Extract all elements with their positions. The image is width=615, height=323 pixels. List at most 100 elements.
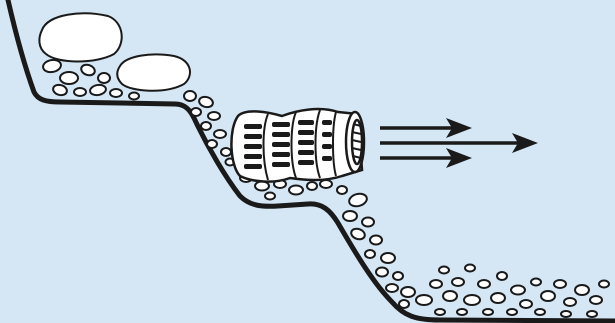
stone — [288, 184, 304, 196]
stone — [560, 310, 572, 318]
stone-pile — [38, 12, 610, 318]
stone — [116, 53, 191, 92]
arrow-right-icon — [380, 133, 538, 153]
stone — [369, 234, 383, 246]
stone — [183, 90, 197, 102]
stone — [586, 310, 598, 318]
stone — [59, 71, 79, 85]
stone — [490, 292, 506, 304]
stone — [42, 58, 62, 74]
stone — [264, 191, 276, 201]
stone — [519, 299, 533, 309]
pump-intake-slot — [244, 124, 262, 129]
stone — [206, 139, 218, 149]
pump-band — [351, 139, 362, 143]
pump-intake-slot — [272, 152, 290, 157]
stone — [553, 279, 567, 289]
stone — [392, 271, 404, 281]
stone — [451, 277, 465, 287]
stone — [589, 295, 603, 305]
arrow-right-icon — [380, 118, 472, 138]
pump-band — [262, 113, 269, 181]
pump-intake-slot — [298, 160, 314, 165]
pump-intake-slot — [298, 140, 314, 145]
stone — [375, 266, 389, 278]
stone — [109, 88, 123, 98]
pump-intake-slot — [322, 132, 332, 137]
stone — [482, 308, 494, 316]
pump-intake-slot — [298, 120, 314, 125]
stone — [534, 308, 546, 316]
stone — [540, 290, 556, 302]
pump-intake-slot — [272, 162, 290, 167]
sloped-ground-line — [5, 0, 615, 323]
stone — [220, 147, 232, 157]
pump-intake-slot — [322, 156, 332, 161]
stone — [563, 297, 577, 307]
stone — [306, 181, 318, 191]
stone — [506, 308, 518, 316]
stone — [348, 192, 368, 208]
pump-band — [314, 109, 321, 179]
stone — [319, 179, 333, 189]
stone — [574, 284, 590, 296]
wavemaker-pump — [230, 107, 366, 183]
arrow-head — [446, 118, 472, 138]
stone — [213, 129, 227, 139]
pump-band — [351, 131, 362, 135]
stone — [400, 286, 416, 298]
stone — [415, 294, 433, 306]
stone — [442, 290, 458, 302]
stone — [361, 216, 375, 228]
pump-intake-slot — [272, 142, 290, 147]
stone — [438, 265, 450, 275]
pump-intake-slot — [298, 150, 314, 155]
stone — [207, 111, 221, 121]
stone — [434, 308, 446, 316]
pump-intake-slot — [244, 144, 262, 149]
pump-band — [351, 147, 362, 151]
stone — [190, 107, 202, 117]
stone — [52, 83, 68, 97]
stone — [80, 63, 96, 77]
pump-intake-slot — [272, 122, 290, 127]
stone — [530, 277, 542, 287]
stone — [350, 227, 366, 241]
stone — [380, 252, 396, 264]
pump-band — [290, 111, 297, 179]
stone — [463, 294, 481, 306]
stone — [496, 271, 508, 281]
arrow-right-icon — [380, 148, 472, 168]
stone — [456, 308, 468, 316]
stone — [89, 83, 107, 97]
pump-band — [352, 123, 362, 127]
pump-intake-slot — [244, 164, 262, 169]
pump-intake-slot — [298, 130, 314, 135]
stone — [336, 185, 348, 195]
stone — [198, 95, 214, 109]
stone — [200, 121, 212, 131]
stone — [342, 210, 358, 222]
arrow-head — [512, 133, 538, 153]
stone — [385, 283, 399, 293]
pump-intake-slot — [244, 134, 262, 139]
water-flow-arrows — [380, 118, 538, 168]
pump-intake-slot — [244, 154, 262, 159]
pump-intake-slot — [272, 132, 290, 137]
stone — [364, 249, 376, 259]
stone — [73, 87, 87, 97]
stone — [398, 299, 410, 309]
pump-band — [352, 155, 362, 159]
stone — [97, 72, 111, 84]
stone — [429, 279, 443, 289]
pump-intake-slot — [322, 120, 332, 125]
arrow-head — [446, 148, 472, 168]
stone — [598, 279, 610, 289]
stone — [464, 263, 476, 273]
pump-band — [332, 111, 337, 177]
pump-intake-slot — [322, 144, 332, 149]
stone — [38, 12, 123, 63]
stone — [477, 279, 491, 289]
